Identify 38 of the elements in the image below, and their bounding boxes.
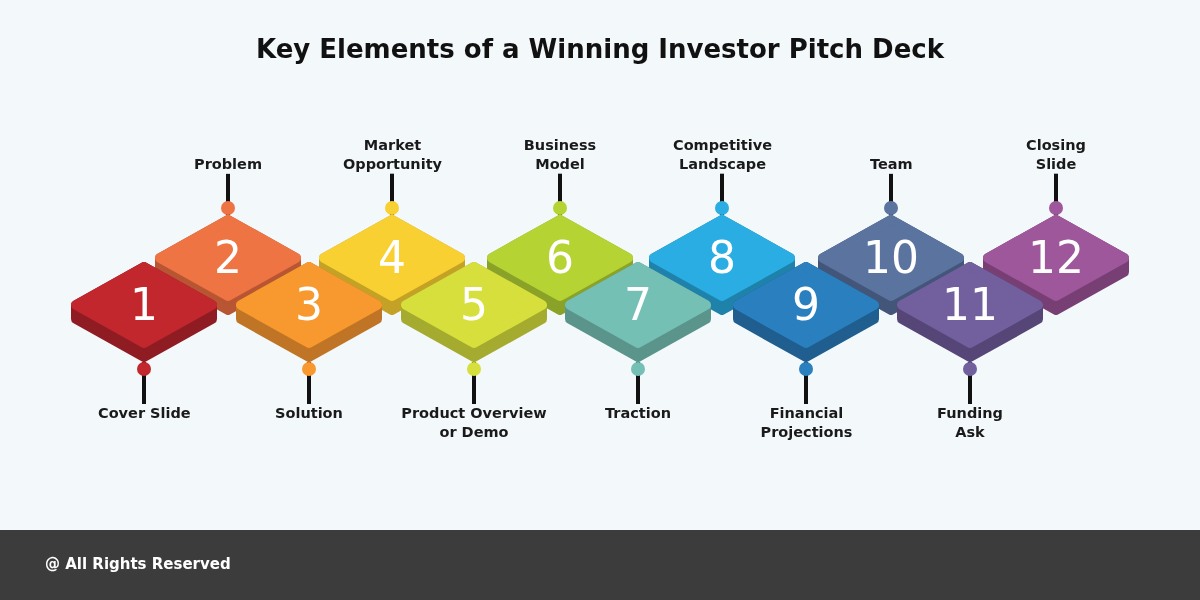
step-label: Business Model xyxy=(510,136,610,174)
step-label: Financial Projections xyxy=(749,404,864,442)
step-label: Solution xyxy=(275,404,343,423)
step-number: 4 xyxy=(378,236,406,280)
leader-line xyxy=(884,173,898,215)
leader-line xyxy=(799,362,813,404)
leader-line xyxy=(467,362,481,404)
step-number: 12 xyxy=(1028,236,1084,280)
step-label: Competitive Landscape xyxy=(660,136,785,174)
leader-line xyxy=(631,362,645,404)
step-number: 7 xyxy=(624,283,652,327)
step-number: 2 xyxy=(214,236,242,280)
leader-line xyxy=(137,362,151,404)
step-label: Funding Ask xyxy=(930,404,1010,442)
step-number: 11 xyxy=(942,283,998,327)
copyright-note: @ All Rights Reserved xyxy=(45,555,231,573)
step-number: 8 xyxy=(708,236,736,280)
step-label: Team xyxy=(870,155,913,174)
title: Key Elements of a Winning Investor Pitch Deck xyxy=(256,34,944,66)
leader-line xyxy=(715,173,729,215)
step-number: 1 xyxy=(130,283,158,327)
leader-line xyxy=(963,362,977,404)
step-label: Closing Slide xyxy=(1015,136,1097,174)
leader-line xyxy=(1049,173,1063,215)
step-label: Problem xyxy=(194,155,263,174)
leader-line xyxy=(553,173,567,215)
step-number: 9 xyxy=(792,283,820,327)
leader-line xyxy=(221,173,235,215)
step-number: 5 xyxy=(460,283,488,327)
step-label: Cover Slide xyxy=(98,404,191,423)
leader-line xyxy=(385,173,399,215)
step-label: Market Opportunity xyxy=(330,136,455,174)
leader-line xyxy=(302,362,316,404)
step-number: 3 xyxy=(295,283,323,327)
step-label: Traction xyxy=(605,404,671,423)
step-label: Product Overview or Demo xyxy=(394,404,554,442)
step-number: 6 xyxy=(546,236,574,280)
step-number: 10 xyxy=(863,236,919,280)
